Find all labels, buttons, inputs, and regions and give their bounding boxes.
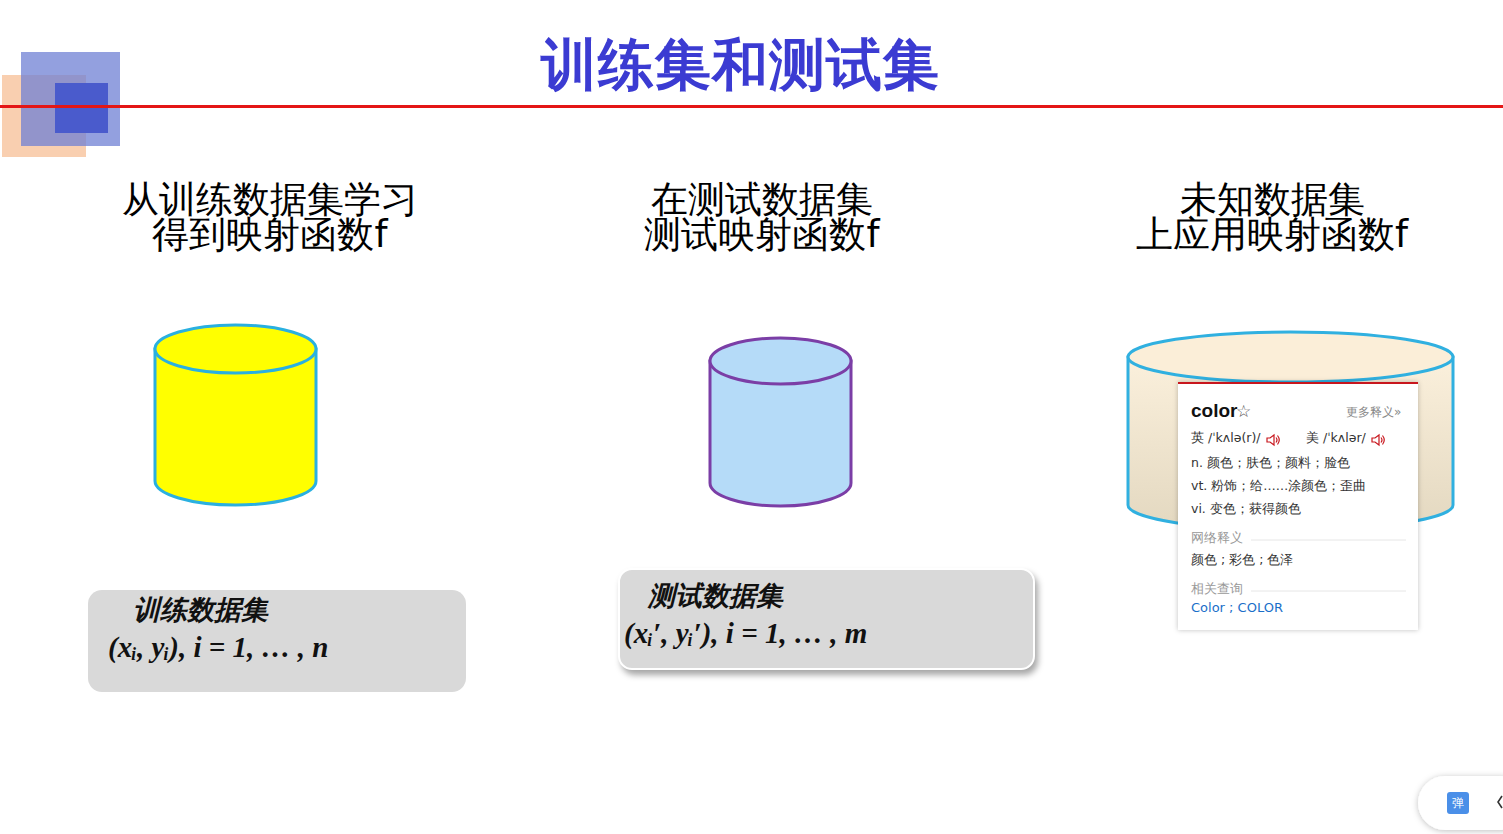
speaker-icon [1371, 433, 1386, 447]
box-title: 训练数据集 [133, 594, 268, 626]
dictionary-popup: color☆ 更多释义» 英 /ˈkʌlə(r)/ 美 /ˈkʌlər/n. 颜色；肤… [1178, 382, 1418, 630]
title-area: 训练集和测试集 [340, 28, 1140, 104]
speaker-icon [1267, 435, 1274, 445]
phonetic: 英 /ˈkʌlə(r)/ [1191, 429, 1261, 447]
cylinder-top [1128, 332, 1453, 382]
speaker-icon [1266, 433, 1281, 447]
set-formula: (xᵢ, yᵢ), i = 1, … , n [108, 630, 328, 664]
dataset-cylinder: 从训练数据集学习 得到映射函数f [100, 178, 440, 513]
stage-heading: 未知数据集 上应用映射函数f [1102, 182, 1442, 252]
cylinder-top [155, 325, 316, 373]
definition: 颜色 ; 彩色 ; 色泽 [1191, 551, 1293, 569]
cylinder-shape [706, 334, 855, 510]
section-heading: 网络释义 [1191, 529, 1243, 547]
speaker-icon [1372, 435, 1379, 445]
phonetic: 美 /ˈkʌlər/ [1306, 429, 1366, 447]
dataset-box: 训练数据集 (xᵢ, yᵢ), i = 1, … , n [88, 590, 466, 692]
separator-line [1251, 540, 1406, 541]
definition: n. 颜色；肤色；颜料；脸色 [1191, 454, 1350, 472]
set-formula: (xᵢ′, yᵢ′), i = 1, … , m [624, 616, 867, 650]
separator-line [1251, 539, 1406, 541]
cylinder-top [710, 338, 851, 384]
float-button [1418, 776, 1503, 830]
cylinder-shape [151, 321, 320, 509]
speaker-icon [1381, 436, 1384, 445]
star-icon: ☆ [1236, 400, 1251, 422]
definition: vt. 粉饰；给……涂颜色；歪曲 [1191, 477, 1366, 495]
stage-heading: 在测试数据集 测试映射函数f [592, 182, 932, 252]
dataset-box: 测试数据集 (xᵢ′, yᵢ′), i = 1, … , m [618, 568, 1035, 670]
slide-title: 训练集和测试集 [541, 32, 940, 97]
more-link: 更多释义» [1346, 404, 1401, 420]
button-label: 弹 [1447, 792, 1469, 814]
title-rule [0, 105, 1503, 108]
box-title: 测试数据集 [648, 580, 783, 612]
stage-heading: 从训练数据集学习 得到映射函数f [100, 182, 440, 252]
speaker-icon [1276, 436, 1279, 445]
separator-line [1251, 590, 1406, 592]
separator-line [1251, 591, 1406, 592]
popup-word: color [1191, 400, 1237, 422]
deco-square [21, 52, 120, 146]
related-link: Color ; COLOR [1191, 599, 1283, 617]
definition: vi. 变色；获得颜色 [1191, 500, 1301, 518]
section-heading: 相关查询 [1191, 580, 1243, 598]
button-icon [1447, 792, 1469, 814]
arrow-mark [1498, 796, 1502, 808]
dataset-cylinder: 在测试数据集 测试映射函数f [592, 178, 932, 514]
